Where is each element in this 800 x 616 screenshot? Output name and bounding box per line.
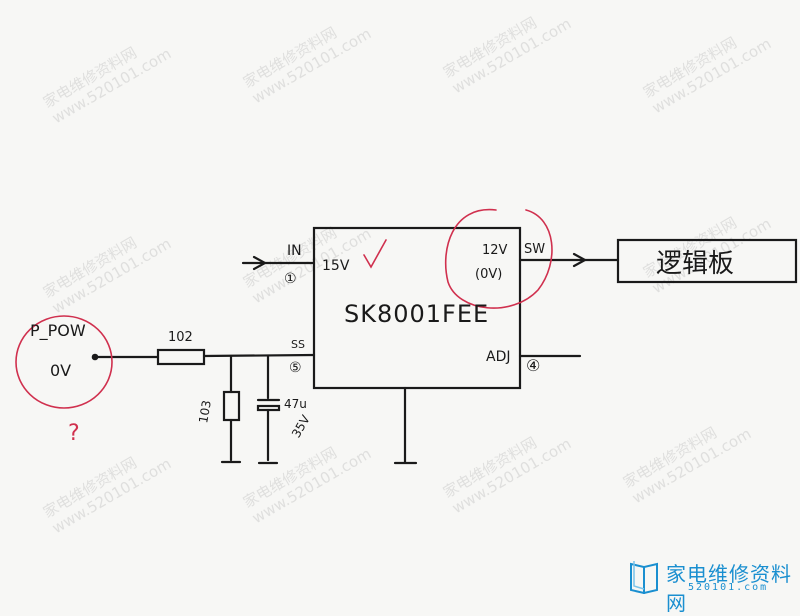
series-resistor-value: 102 — [168, 330, 193, 345]
in-arrow — [252, 255, 268, 271]
series-resistor — [156, 348, 206, 366]
question-mark: ? — [68, 421, 80, 446]
logic-board-box — [616, 238, 798, 284]
pin-sw-label: SW — [524, 242, 545, 257]
vin-note: 15V — [322, 258, 350, 274]
capacitor-voltage: 35V — [289, 412, 313, 440]
logo-url: 520101.com — [688, 582, 769, 593]
pin-ss-label: SS — [291, 338, 305, 351]
ic-body — [312, 226, 522, 390]
pin-in-number: ① — [284, 271, 297, 287]
ic-part-number: SK8001FEE — [344, 300, 489, 328]
input-annotation-circle — [15, 315, 113, 409]
input-signal-label: P_POW — [30, 321, 86, 341]
schematic-diagram: IN ① 15V 12V (0V) SW SK8001FEE SS ⑤ ADJ … — [15, 208, 798, 465]
pin-adj-label: ADJ — [486, 349, 511, 365]
logic-board-label: 逻辑板 — [656, 249, 734, 279]
input-wire-right — [202, 353, 316, 358]
sw-arrow — [572, 252, 588, 268]
vout-note-2: (0V) — [475, 267, 502, 282]
pin-ss-number: ⑤ — [289, 360, 302, 376]
pin-in-label: IN — [287, 243, 302, 259]
shunt-resistor-value: 103 — [196, 399, 214, 424]
vout-note: 12V — [482, 243, 508, 258]
output-annotation-circle — [444, 208, 553, 309]
site-logo: 家电维修资料网 520101.com — [628, 556, 798, 615]
input-level-label: 0V — [50, 361, 71, 380]
book-icon — [630, 561, 658, 594]
check-mark — [363, 239, 387, 269]
capacitor-value: 47u — [284, 397, 307, 411]
shunt-resistor — [222, 390, 241, 422]
pin-adj-number: ④ — [526, 356, 540, 375]
